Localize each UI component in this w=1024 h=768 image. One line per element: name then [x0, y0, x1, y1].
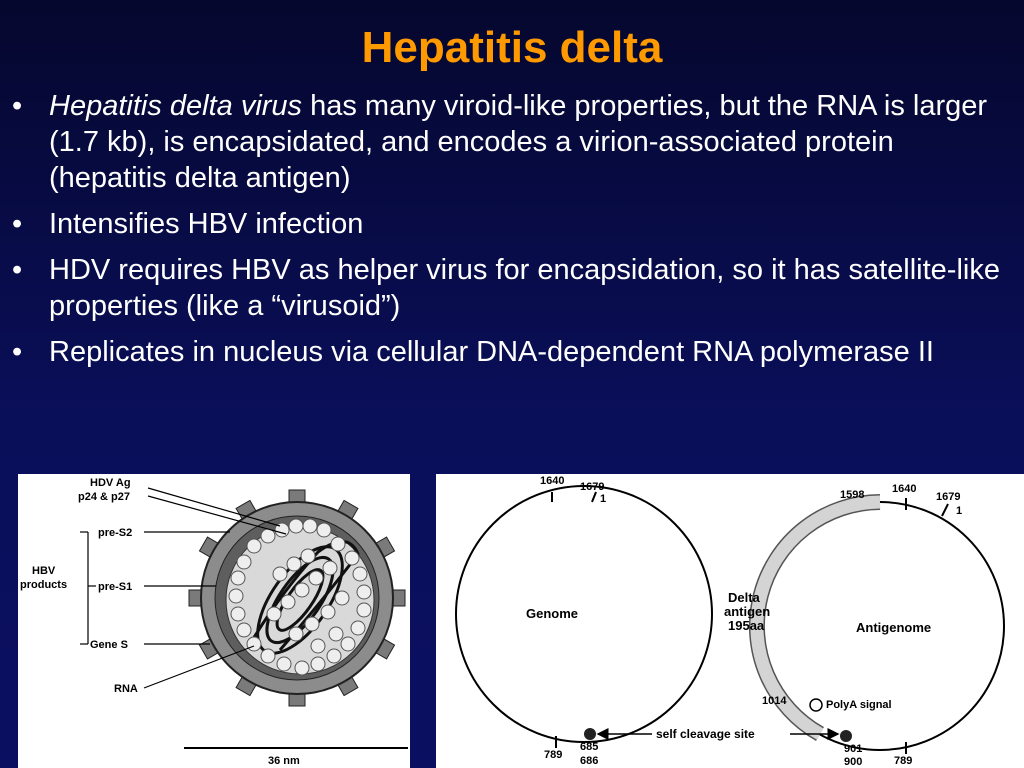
antigenome-pos-1: 1 — [956, 505, 962, 517]
gene-s-label: Gene S — [90, 639, 128, 651]
rna-label: RNA — [114, 683, 138, 695]
antigenome-pos-1640: 1640 — [892, 483, 916, 495]
bullet-text: HDV requires HBV as helper virus for enc… — [49, 254, 1000, 322]
slide-title: Hepatitis delta — [361, 23, 663, 72]
polya-signal-marker — [809, 698, 823, 712]
antigenome-pos-1014: 1014 — [762, 695, 787, 707]
genome-ticks — [551, 491, 597, 748]
genome-label: Genome — [526, 606, 578, 621]
genome-pos-1640: 1640 — [540, 475, 564, 487]
bullet-item: • Hepatitis delta virus has many viroid-… — [12, 88, 1012, 196]
genome-pos-789: 789 — [544, 749, 562, 761]
bullet-marker: • — [12, 90, 23, 122]
hdv-ag-label: HDV Ag — [90, 477, 131, 489]
antigenome-label: Antigenome — [856, 620, 931, 635]
antigenome-ticks — [905, 498, 949, 754]
label-lines — [80, 487, 408, 749]
delta-label: Delta — [728, 590, 761, 605]
bullet-list: • Hepatitis delta virus has many viroid-… — [12, 88, 1012, 380]
bullet-marker: • — [12, 254, 23, 286]
pre-s1-label: pre-S1 — [98, 581, 132, 593]
virion-diagram: HDV Ag p24 & p27 pre-S2 pre-S1 Gene S RN… — [20, 477, 408, 767]
polya-signal-label: PolyA signal — [826, 699, 892, 711]
hbv-products-label: products — [20, 579, 67, 591]
antigenome-pos-789: 789 — [894, 755, 912, 767]
antigenome-cleavage-site-dot — [840, 730, 852, 742]
bullet-item: • Intensifies HBV infection — [12, 206, 1012, 242]
virion-figure: HDV Ag p24 & p27 pre-S2 pre-S1 Gene S RN… — [18, 474, 410, 768]
antigen-beads — [228, 518, 372, 676]
bullet-marker: • — [12, 208, 23, 240]
delta-antigen-orf — [750, 495, 881, 740]
genome-pos-1679: 1679 — [580, 481, 604, 493]
genome-diagram: Genome Antigenome Delta antigen 195aa 16… — [455, 475, 1005, 768]
bullet-text: Intensifies HBV infection — [49, 208, 364, 240]
genome-figure: Genome Antigenome Delta antigen 195aa 16… — [436, 474, 1024, 768]
antigen-label: antigen — [724, 604, 770, 619]
genome-cleavage-site-dot — [584, 728, 596, 740]
bullet-marker: • — [12, 336, 23, 368]
genome-pos-686: 686 — [580, 755, 598, 767]
antigenome-pos-900: 900 — [844, 756, 862, 768]
antigen-size-label: 195aa — [728, 618, 765, 633]
antigenome-pos-901: 901 — [844, 743, 862, 755]
hdv-ag-proteins-label: p24 & p27 — [78, 491, 130, 503]
genome-pos-685: 685 — [580, 741, 598, 753]
bullet-text: Replicates in nucleus via cellular DNA-d… — [49, 336, 934, 368]
genome-pos-1: 1 — [600, 493, 606, 505]
antigenome-pos-1679: 1679 — [936, 491, 960, 503]
bullet-text: has many viroid-like properties, but the… — [49, 90, 988, 194]
genome-circle — [455, 485, 713, 743]
hbv-label: HBV — [32, 565, 56, 577]
bullet-italic-term: Hepatitis delta virus — [49, 90, 303, 122]
self-cleavage-label: self cleavage site — [656, 727, 755, 741]
scale-label: 36 nm — [268, 755, 300, 767]
pre-s2-label: pre-S2 — [98, 527, 132, 539]
antigenome-pos-1598: 1598 — [840, 489, 864, 501]
bullet-item: • Replicates in nucleus via cellular DNA… — [12, 334, 1012, 370]
bullet-item: • HDV requires HBV as helper virus for e… — [12, 252, 1012, 324]
